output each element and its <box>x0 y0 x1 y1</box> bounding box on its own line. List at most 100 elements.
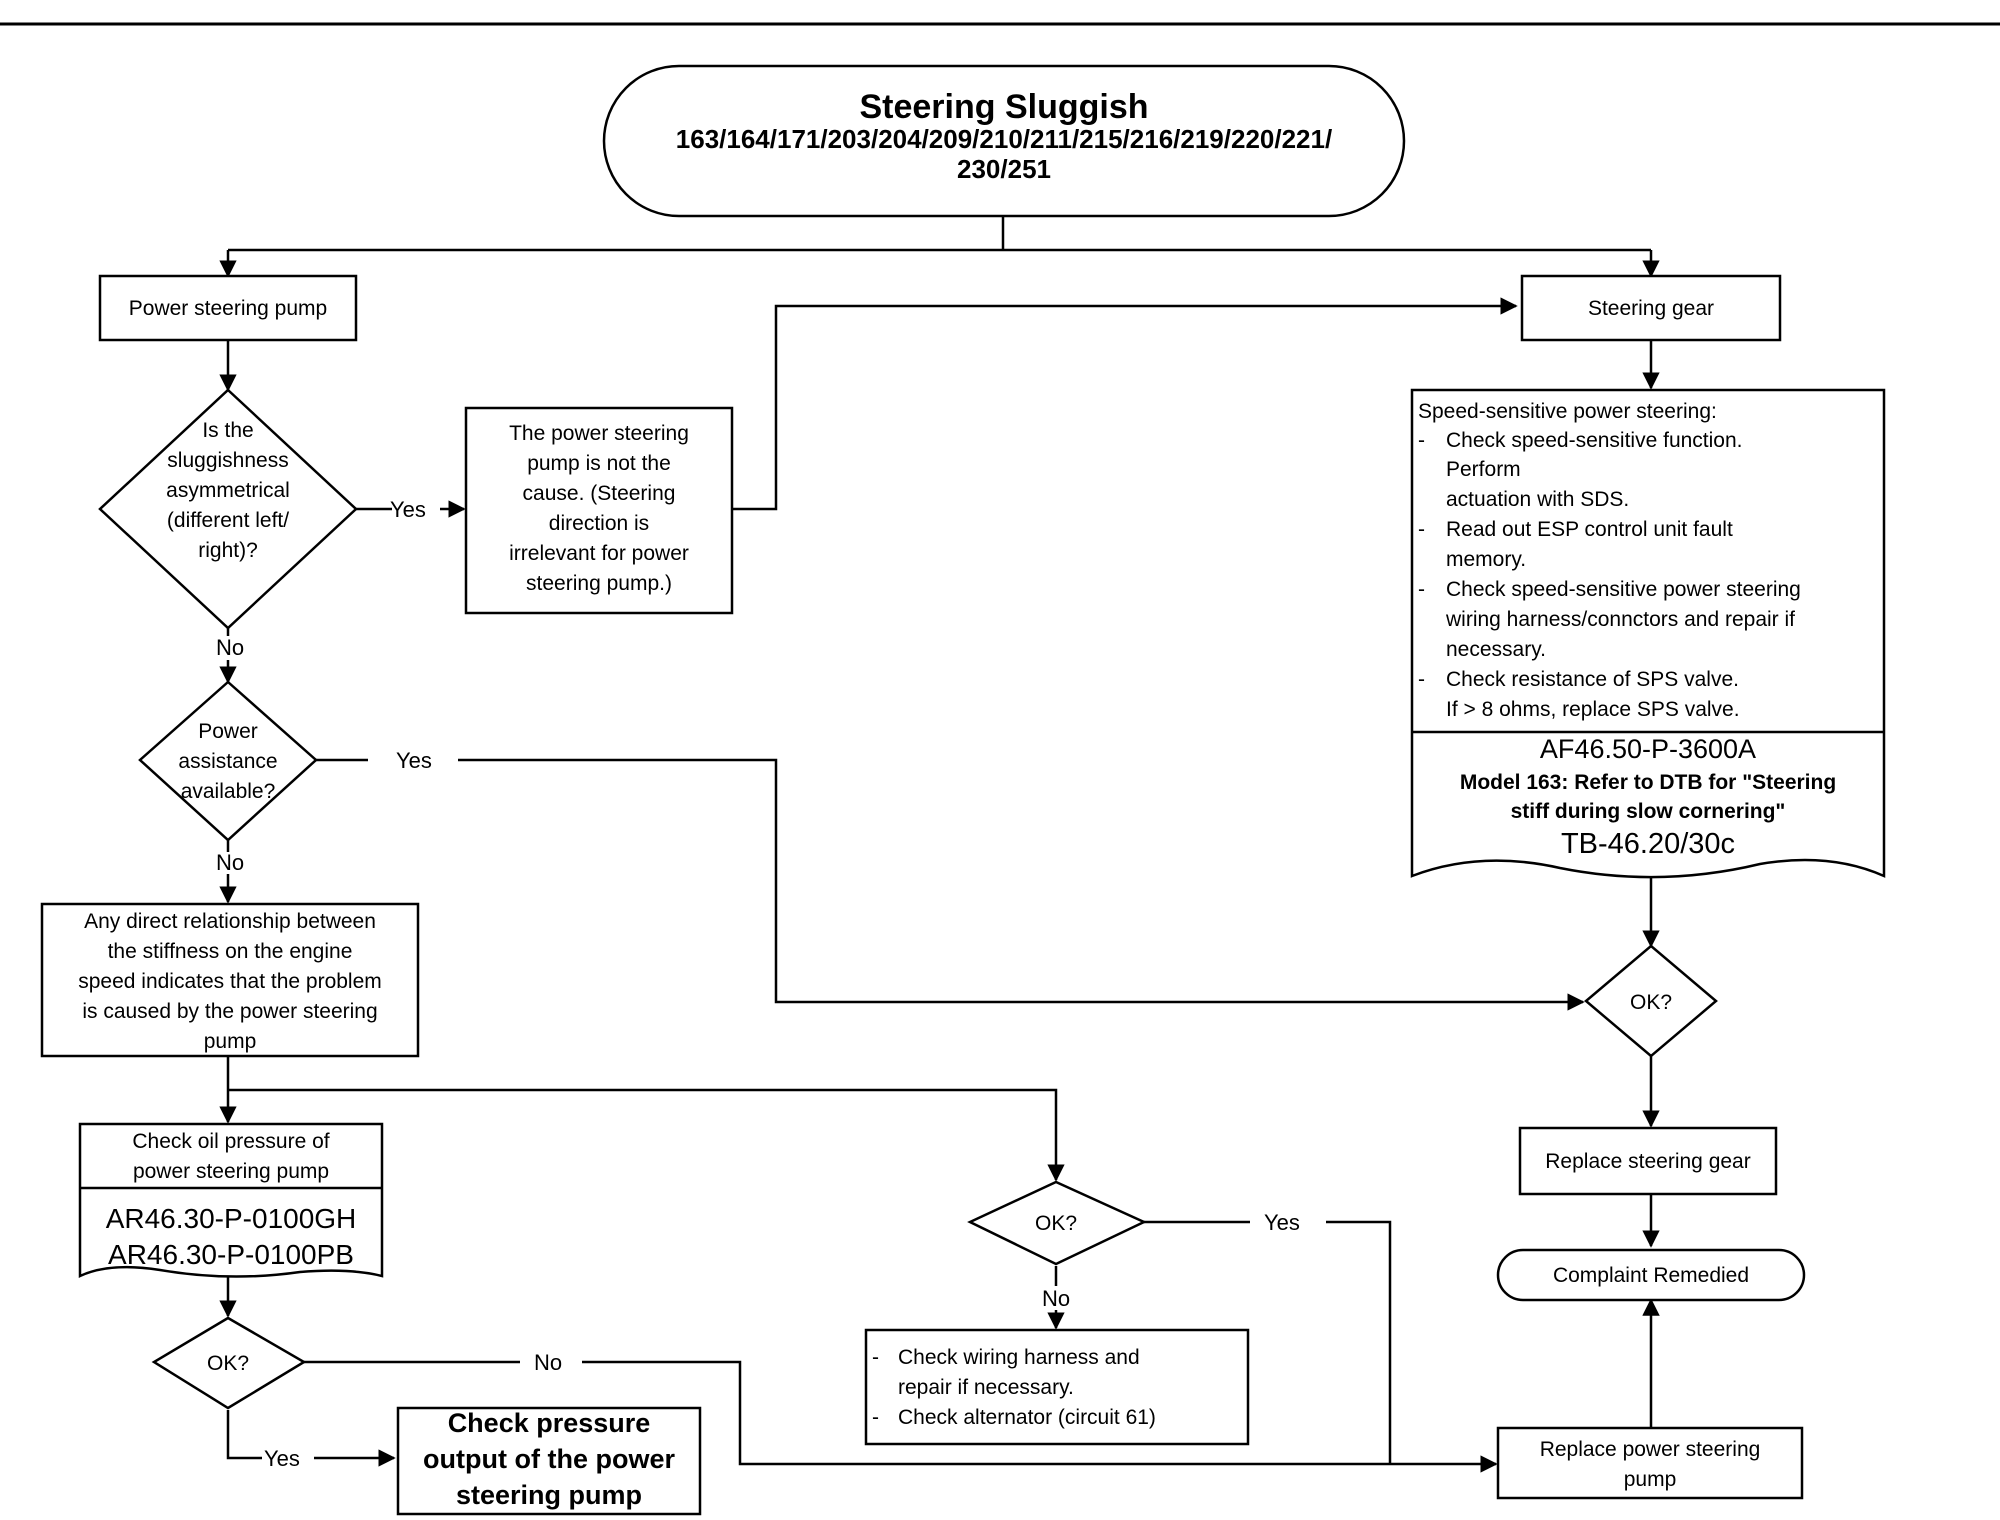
replace-pump-text: Replace power steering pump <box>1540 1438 1761 1491</box>
ok-right-decision[interactable] <box>1584 944 1718 1058</box>
remedied-label: Complaint Remedied <box>1553 1264 1749 1287</box>
ss-line: necessary. <box>1446 638 1546 661</box>
ss-ref2: TB-46.20/30c <box>1561 828 1735 860</box>
ok-low-decision[interactable] <box>151 1316 307 1410</box>
speed-sensitive-document[interactable] <box>1410 388 1886 879</box>
dr-line: Any direct relationship between <box>84 910 376 933</box>
ss-heading: Speed-sensitive power steering: <box>1418 400 1717 423</box>
cw-line: repair if necessary. <box>898 1376 1074 1399</box>
q-asym-line: Is the <box>202 419 253 442</box>
ss-line: Check speed-sensitive function. <box>1446 429 1743 452</box>
power-assistance-question: Power assistance available? <box>178 720 277 803</box>
asymmetry-decision[interactable] <box>98 388 358 630</box>
title-text: Steering Sluggish 163/164/171/203/204/20… <box>676 88 1332 184</box>
replace-gear-label: Replace steering gear <box>1545 1150 1750 1173</box>
title-line3: 230/251 <box>957 154 1051 184</box>
co-ref: AR46.30-P-0100GH <box>106 1203 357 1234</box>
q-asym-line: right)? <box>198 539 258 562</box>
pnc-line: irrelevant for power <box>509 542 689 565</box>
cop-line: Check pressure <box>448 1408 651 1438</box>
ss-ref1: AF46.50-P-3600A <box>1540 734 1756 764</box>
q-power-line: Power <box>198 720 258 743</box>
title-terminator <box>602 64 1406 218</box>
ss-model-note: stiff during slow cornering" <box>1511 800 1786 823</box>
ss-line: memory. <box>1446 548 1526 571</box>
no-label: No <box>216 635 244 660</box>
edge-labels: Yes No Yes No Yes No No Yes <box>216 497 1300 1471</box>
power-assistance-decision[interactable] <box>138 680 318 842</box>
cop-line: steering pump <box>456 1480 642 1510</box>
check-output-box[interactable] <box>396 1406 702 1516</box>
co-line: Check oil pressure of <box>132 1130 329 1153</box>
connectors <box>219 216 1660 1473</box>
pnc-line: steering pump.) <box>526 572 672 595</box>
complaint-remedied-terminator[interactable] <box>1496 1248 1806 1302</box>
ss-line: actuation with SDS. <box>1446 488 1629 511</box>
dr-line: speed indicates that the problem <box>78 970 382 993</box>
rp-line: pump <box>1624 1468 1677 1491</box>
speed-sensitive-text: Speed-sensitive power steering: - Check … <box>1418 400 1801 721</box>
q-power-line: assistance <box>178 750 277 773</box>
pnc-line: The power steering <box>509 422 689 445</box>
dr-line: pump <box>204 1030 257 1053</box>
cw-line: Check alternator (circuit 61) <box>898 1406 1156 1429</box>
ss-line: wiring harness/connctors and repair if <box>1445 608 1795 631</box>
pnc-line: cause. (Steering <box>523 482 676 505</box>
yes-label: Yes <box>264 1446 300 1471</box>
power-steering-pump-box[interactable] <box>98 274 358 342</box>
co-line: power steering pump <box>133 1160 329 1183</box>
ss-model-note: Model 163: Refer to DTB for "Steering <box>1460 771 1836 794</box>
yes-label: Yes <box>1264 1210 1300 1235</box>
yes-label: Yes <box>396 748 432 773</box>
q-asym-line: asymmetrical <box>166 479 290 502</box>
ss-line: Perform <box>1446 458 1521 481</box>
ss-line: Check speed-sensitive power steering <box>1446 578 1801 601</box>
pnc-line: pump is not the <box>527 452 671 475</box>
steering-gear-box[interactable] <box>1520 274 1782 342</box>
ss-dash: - <box>1418 668 1425 691</box>
title-line2: 163/164/171/203/204/209/210/211/215/216/… <box>676 124 1332 154</box>
asymmetry-question: Is the sluggishness asymmetrical (differ… <box>166 419 290 562</box>
direct-relationship-box[interactable] <box>40 902 420 1058</box>
q-asym-line: (different left/ <box>167 509 289 532</box>
yes-label: Yes <box>390 497 426 522</box>
ss-line: Read out ESP control unit fault <box>1446 518 1733 541</box>
ss-dash: - <box>1418 578 1425 601</box>
ok-low-label: OK? <box>207 1352 249 1375</box>
title-line1: Steering Sluggish <box>859 88 1148 126</box>
pump-label: Power steering pump <box>129 297 327 320</box>
rp-line: Replace power steering <box>1540 1438 1761 1461</box>
ss-dash: - <box>1418 518 1425 541</box>
no-label: No <box>1042 1286 1070 1311</box>
ok-mid-label: OK? <box>1035 1212 1077 1235</box>
dr-line: is caused by the power steering <box>82 1000 377 1023</box>
ok-mid-decision[interactable] <box>967 1180 1147 1266</box>
ss-dash: - <box>1418 429 1425 452</box>
check-oil-document[interactable] <box>78 1122 384 1278</box>
no-label: No <box>216 850 244 875</box>
q-power-line: available? <box>181 780 276 803</box>
q-asym-line: sluggishness <box>167 449 288 472</box>
pump-not-cause-text: The power steering pump is not the cause… <box>509 422 689 595</box>
co-ref: AR46.30-P-0100PB <box>108 1239 354 1270</box>
cw-dash: - <box>872 1346 879 1369</box>
ss-line: Check resistance of SPS valve. <box>1446 668 1739 691</box>
check-output-text: Check pressure output of the power steer… <box>423 1408 675 1510</box>
pnc-line: direction is <box>549 512 649 535</box>
replace-pump-box[interactable] <box>1496 1426 1804 1500</box>
speed-sensitive-refs: AF46.50-P-3600A Model 163: Refer to DTB … <box>1460 734 1836 860</box>
ss-line: If > 8 ohms, replace SPS valve. <box>1446 698 1740 721</box>
cop-line: output of the power <box>423 1444 675 1474</box>
check-wiring-text: - Check wiring harness and repair if nec… <box>872 1346 1156 1429</box>
replace-steering-gear-box[interactable] <box>1518 1126 1778 1196</box>
check-oil-text: Check oil pressure of power steering pum… <box>106 1130 357 1270</box>
dr-line: the stiffness on the engine <box>108 940 353 963</box>
ok-right-label: OK? <box>1630 991 1672 1014</box>
pump-not-cause-box[interactable] <box>464 406 734 615</box>
direct-relationship-text: Any direct relationship between the stif… <box>78 910 382 1053</box>
cw-dash: - <box>872 1406 879 1429</box>
check-wiring-box[interactable] <box>864 1328 1250 1446</box>
gear-label: Steering gear <box>1588 297 1714 320</box>
cw-line: Check wiring harness and <box>898 1346 1140 1369</box>
